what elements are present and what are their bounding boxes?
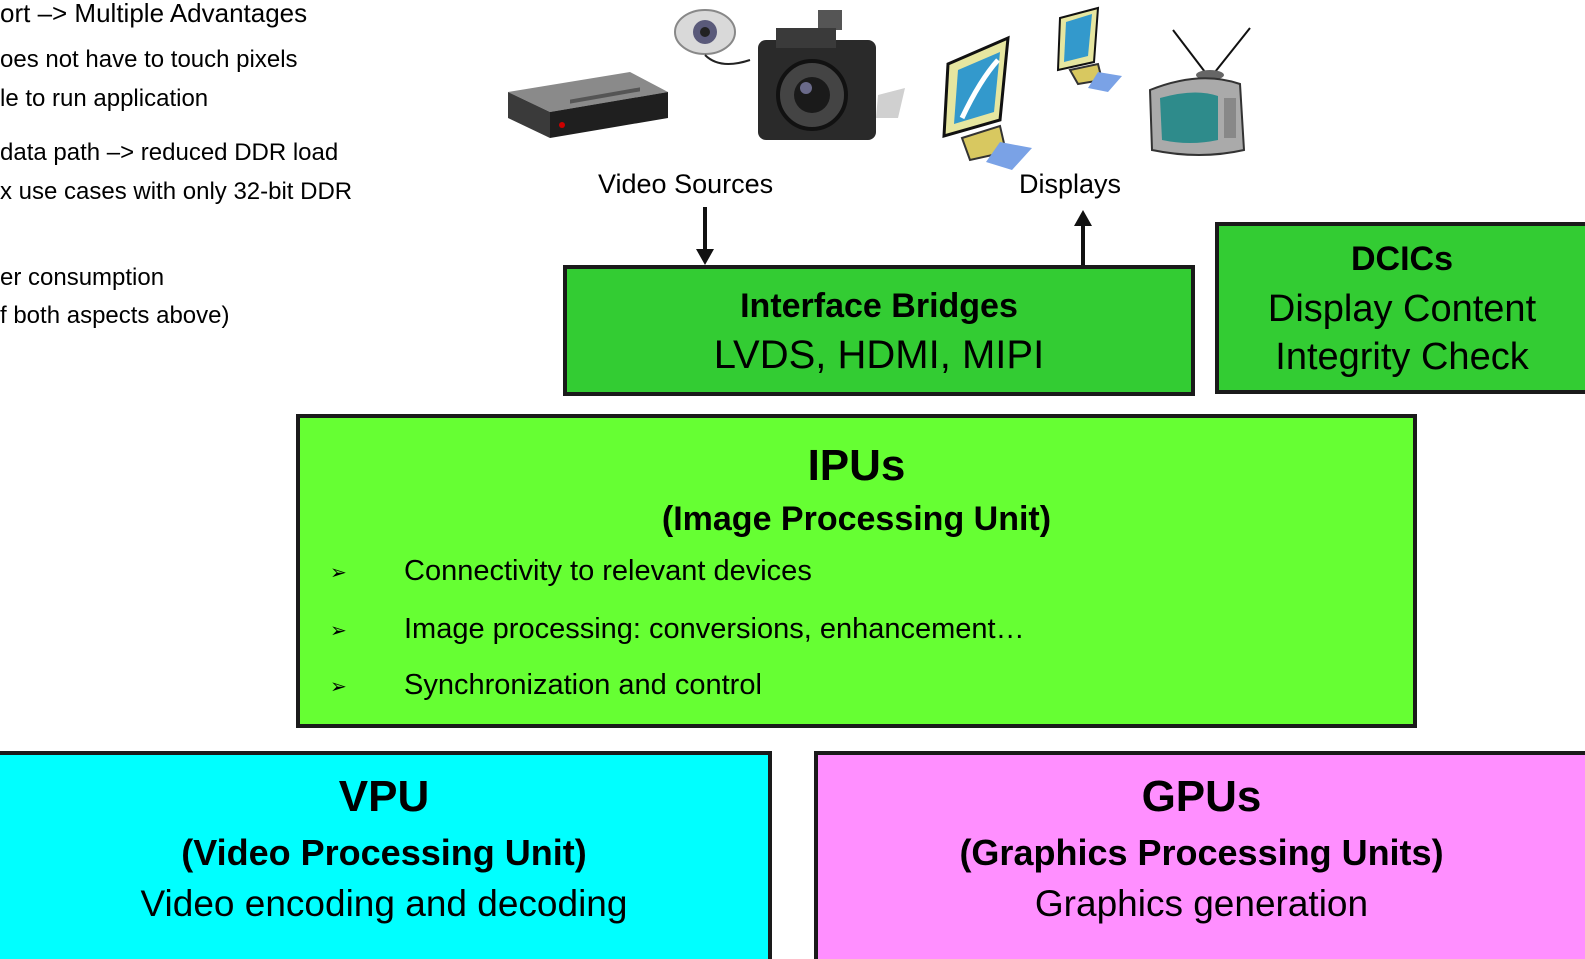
gpu-title: GPUs [1141, 772, 1262, 821]
dcic-line1: Display Content [1267, 288, 1537, 330]
gpu-box: GPUs (Graphics Processing Units) Graphic… [814, 751, 1585, 959]
vpu-box: VPU (Video Processing Unit) Video encodi… [0, 751, 772, 959]
ipu-bullet-text: Synchronization and control [404, 669, 762, 701]
camera-icon [758, 10, 905, 140]
interface-bridges-box: Interface Bridges LVDS, HDMI, MIPI [563, 265, 1195, 396]
tv-icon [1148, 27, 1251, 156]
left-heading: ort –> Multiple Advantages [0, 0, 308, 28]
dcic-title: DCICs [1350, 240, 1454, 278]
left-text-line: le to run application [0, 85, 209, 112]
monitor-icon [942, 35, 1032, 170]
vpu-desc: Video encoding and decoding [140, 883, 628, 924]
left-text-line: f both aspects above) [0, 302, 230, 329]
ipu-bullet-text: Connectivity to relevant devices [404, 555, 812, 587]
arrow-up-icon [1074, 210, 1092, 265]
ipu-subtitle: (Image Processing Unit) [661, 500, 1052, 538]
displays-label: Displays [1019, 169, 1122, 199]
video-sources-label: Video Sources [598, 169, 774, 199]
dcic-box: DCICs Display Content Integrity Check [1215, 222, 1585, 394]
gpu-desc: Graphics generation [1034, 883, 1369, 924]
bridges-title: Interface Bridges [740, 287, 1018, 325]
ipu-box: IPUs (Image Processing Unit) ➢ Connectiv… [296, 414, 1417, 728]
left-text-line: data path –> reduced DDR load [0, 139, 339, 166]
device-illustrations [508, 6, 1251, 170]
bullet-arrow-icon: ➢ [330, 620, 347, 642]
left-text-line: er consumption [0, 264, 165, 291]
bullet-arrow-icon: ➢ [330, 676, 347, 698]
bridges-subtitle: LVDS, HDMI, MIPI [713, 333, 1045, 377]
left-text-line: oes not have to touch pixels [0, 46, 298, 73]
ipu-bullet-text: Image processing: conversions, enhanceme… [404, 613, 1025, 645]
vpu-title: VPU [338, 772, 430, 821]
left-text-line: x use cases with only 32-bit DDR [0, 178, 353, 205]
ipu-title: IPUs [807, 441, 906, 490]
dvd-player-icon [508, 72, 668, 138]
arrow-down-icon [696, 207, 714, 265]
dcic-line2: Integrity Check [1275, 336, 1529, 378]
webcam-icon [674, 9, 751, 65]
gpu-subtitle: (Graphics Processing Units) [959, 832, 1444, 873]
ipu-bullet: ➢ Image processing: conversions, enhance… [330, 613, 1025, 645]
monitor-icon-small [1056, 6, 1122, 92]
vpu-subtitle: (Video Processing Unit) [181, 832, 587, 873]
ipu-bullet: ➢ Connectivity to relevant devices [330, 555, 812, 587]
ipu-bullet: ➢ Synchronization and control [330, 669, 762, 701]
bullet-arrow-icon: ➢ [330, 562, 347, 584]
